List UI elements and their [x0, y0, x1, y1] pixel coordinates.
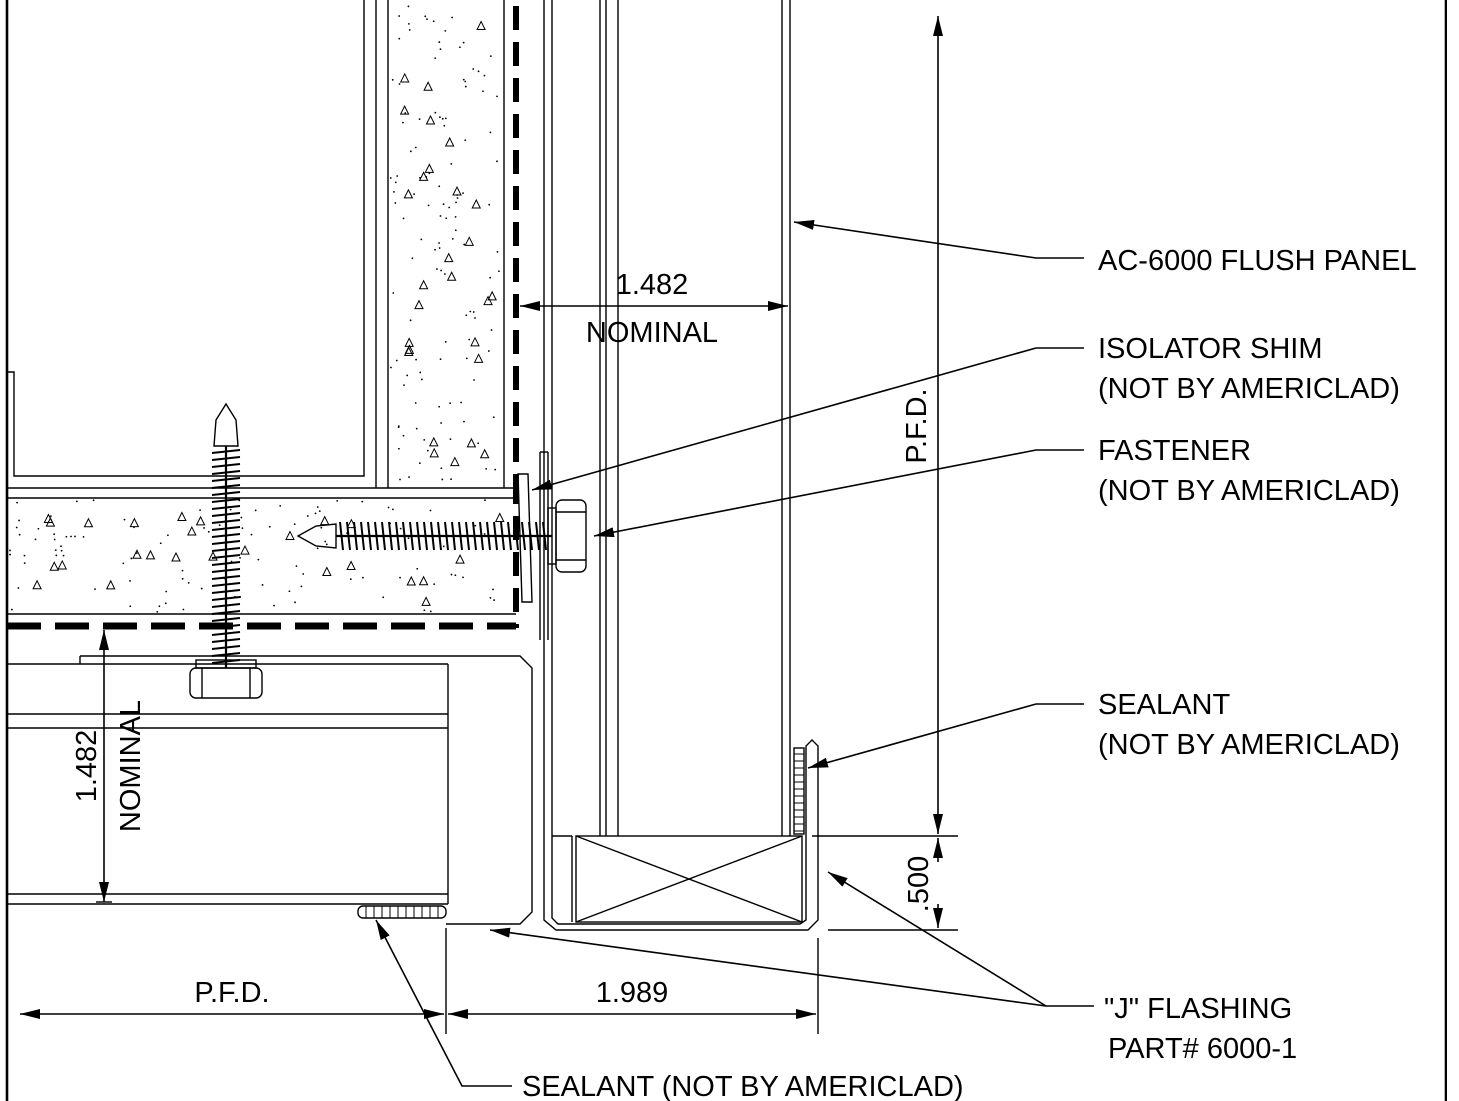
- dim-top-value: 1.482: [616, 269, 689, 301]
- drawing-frame: [5, 0, 1448, 1101]
- backer-block: [552, 835, 803, 923]
- steel-stud-channel: [7, 0, 365, 477]
- leader-lines: [375, 219, 1094, 1087]
- flush-panel: [543, 0, 819, 931]
- dimension-bottom: P.F.D. 1.989: [20, 928, 819, 1034]
- dimension-left: 1.482 NOMINAL: [71, 630, 147, 903]
- label-sealant-line1: SEALANT: [1098, 689, 1230, 721]
- label-j-flashing-line1: "J" FLASHING: [1104, 993, 1292, 1025]
- sealant-bead-right: [793, 747, 805, 835]
- horizontal-fastener: [296, 499, 587, 573]
- dim-top-note: NOMINAL: [586, 317, 718, 349]
- dim-left-note: NOMINAL: [115, 700, 147, 832]
- dimension-right-vertical: P.F.D.: [901, 16, 943, 834]
- lower-framing-member: [7, 655, 533, 925]
- dimension-top: 1.482 NOMINAL: [520, 269, 788, 349]
- frame-margin: [1447, 0, 1459, 1101]
- label-isolator-line2: (NOT BY AMERICLAD): [1098, 373, 1400, 405]
- label-fastener-line1: FASTENER: [1098, 435, 1251, 467]
- label-sealant-bottom: SEALANT (NOT BY AMERICLAD): [522, 1071, 964, 1101]
- dim-left-value: 1.482: [71, 730, 103, 803]
- label-sealant-line2: (NOT BY AMERICLAD): [1098, 729, 1400, 761]
- label-isolator-line1: ISOLATOR SHIM: [1098, 333, 1323, 365]
- dimension-small-vertical: .500: [812, 835, 958, 931]
- vertical-insulation-board: [375, 0, 519, 488]
- dim-small-vertical: .500: [903, 856, 935, 912]
- vertical-fastener: [189, 402, 263, 699]
- label-flush-panel: AC-6000 FLUSH PANEL: [1098, 245, 1417, 277]
- label-j-flashing-line2: PART# 6000-1: [1108, 1033, 1297, 1065]
- label-fastener-line2: (NOT BY AMERICLAD): [1098, 475, 1400, 507]
- dim-bottom-center: 1.989: [596, 977, 669, 1009]
- horizontal-insulation-board: [7, 480, 519, 630]
- sealant-bead-bottom: [357, 905, 447, 919]
- callout-labels: AC-6000 FLUSH PANEL ISOLATOR SHIM (NOT B…: [522, 245, 1417, 1101]
- dim-bottom-left: P.F.D.: [194, 977, 269, 1009]
- dim-right-vertical: P.F.D.: [901, 388, 933, 463]
